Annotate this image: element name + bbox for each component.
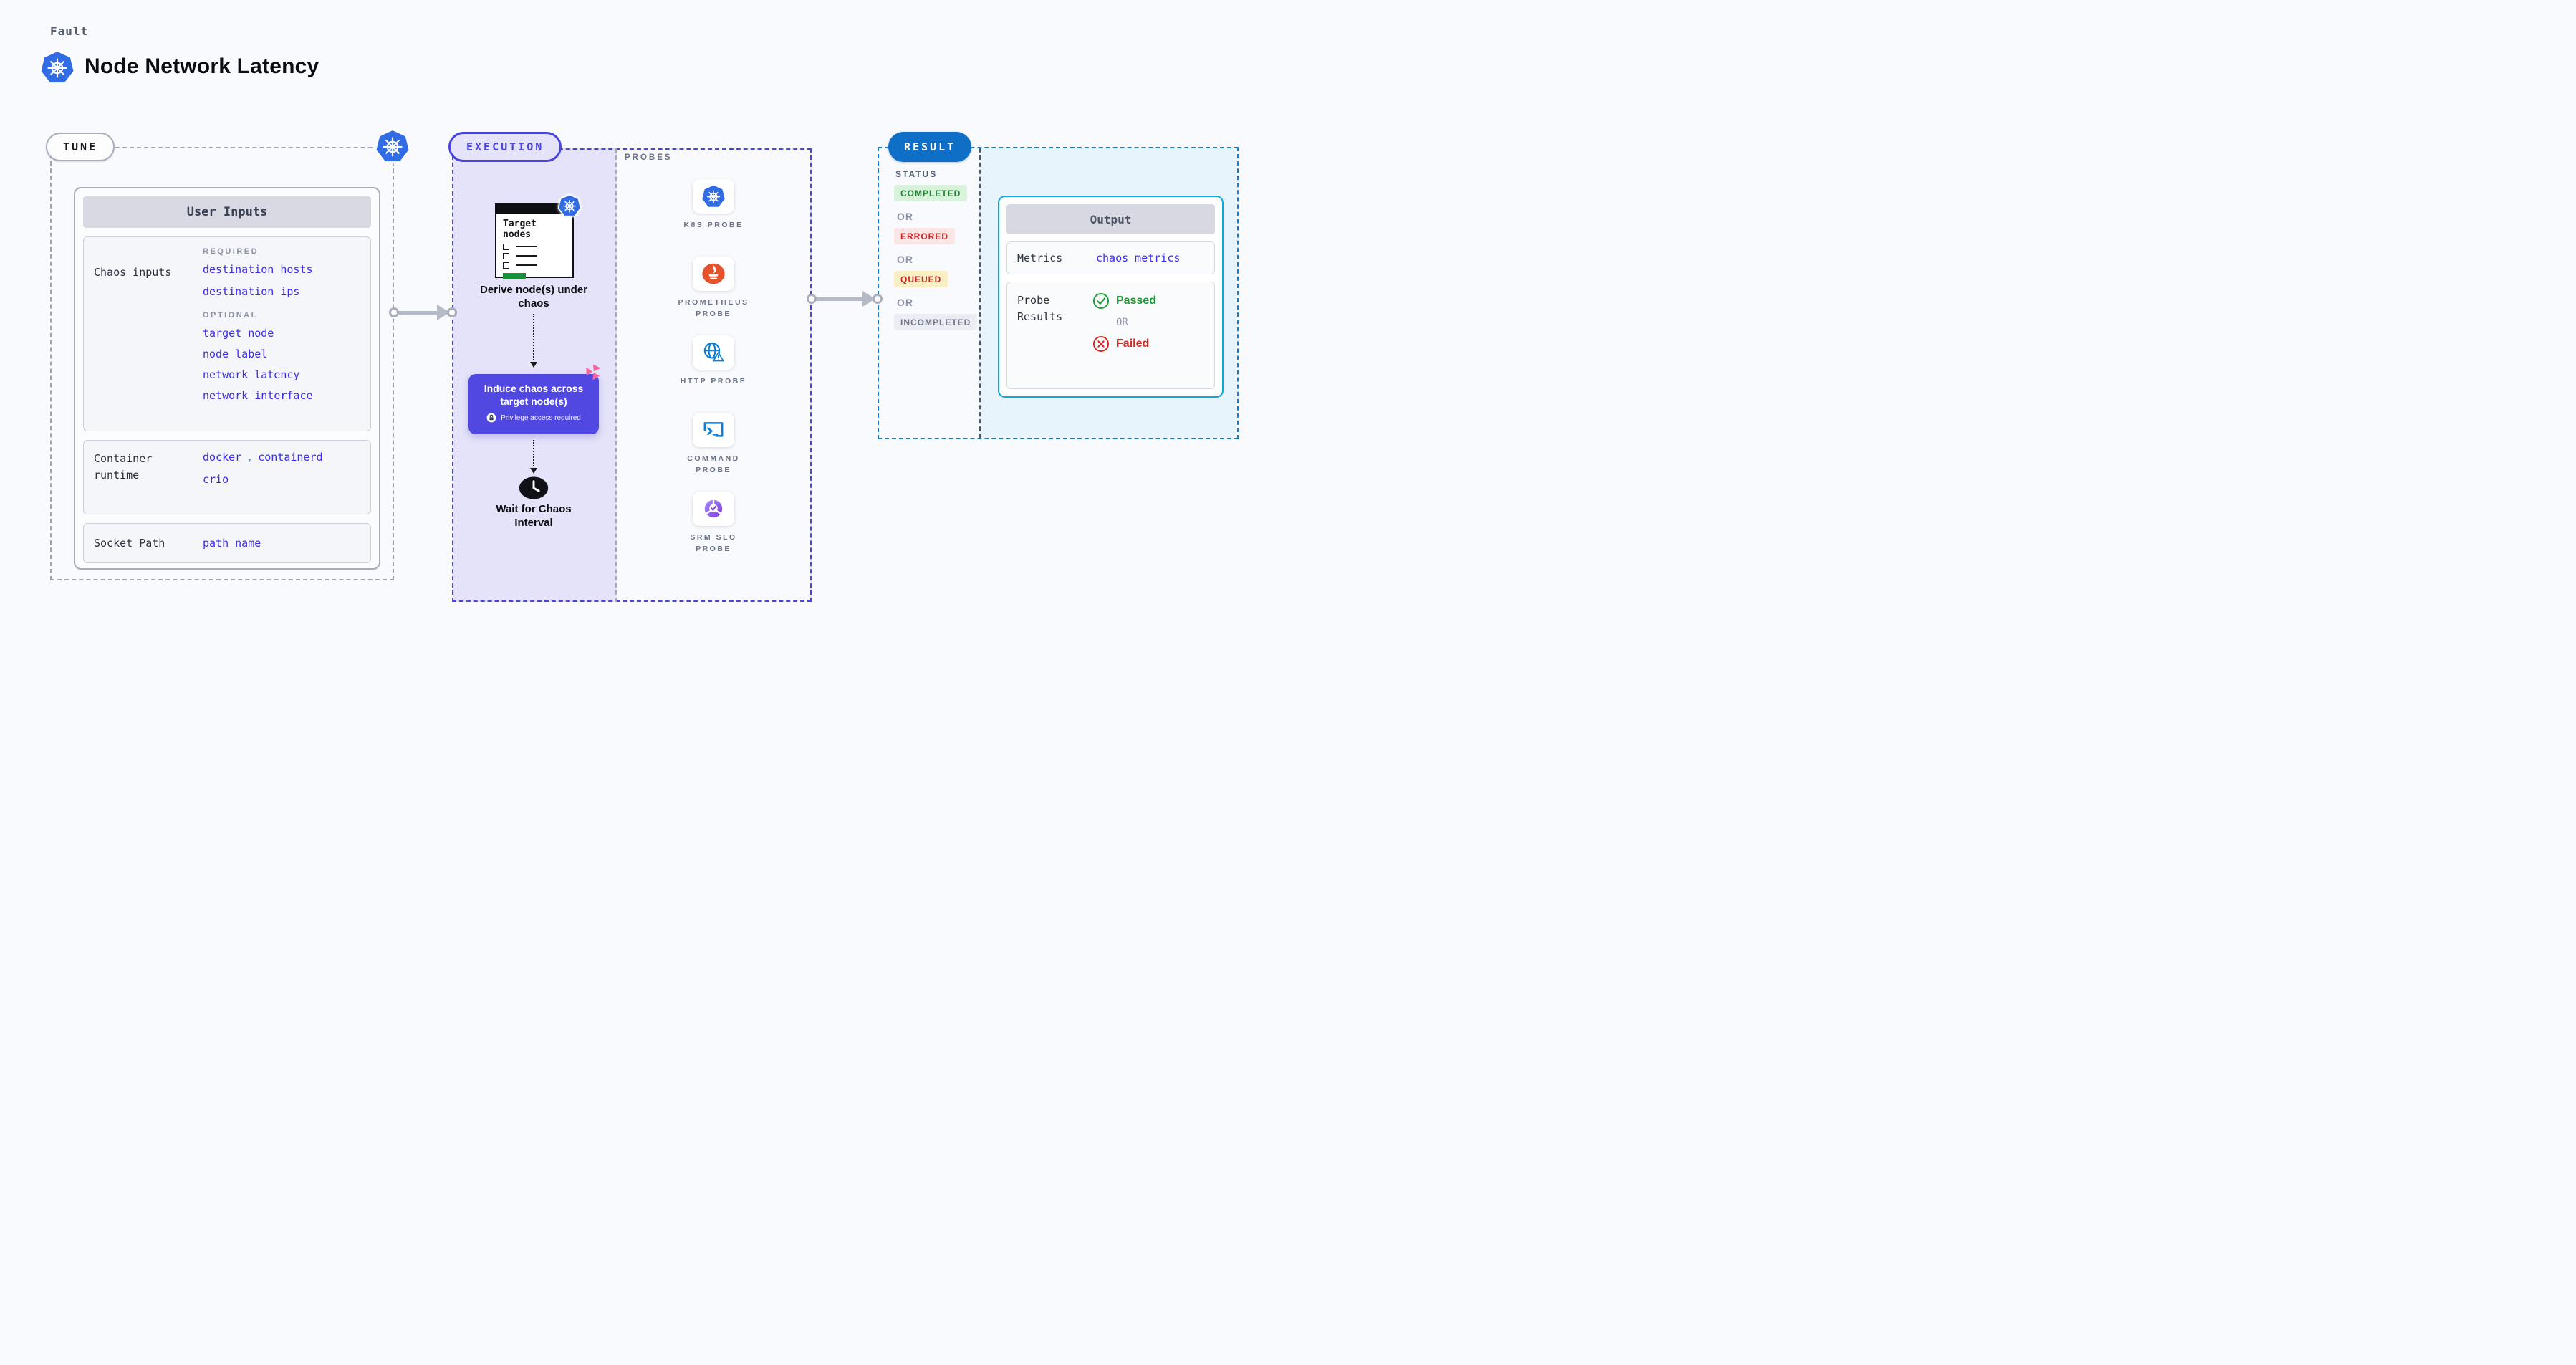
http-globe-icon [693, 335, 734, 370]
probes-heading: PROBES [625, 153, 673, 162]
passed-check-icon [1092, 292, 1110, 310]
probe-results-row: Probe Results Passed OR [1006, 282, 1215, 389]
link-target-node[interactable]: target node [203, 327, 274, 340]
probe-item-command: COMMAND PROBE [663, 413, 764, 476]
failed-x-icon [1092, 335, 1110, 353]
checkbox-icon [503, 262, 509, 269]
link-crio[interactable]: crio [203, 473, 229, 486]
container-runtime-label: Container runtime [94, 452, 153, 482]
card-title-bar [496, 205, 572, 214]
optional-heading: OPTIONAL [203, 311, 258, 320]
link-destination-hosts[interactable]: destination hosts [203, 263, 313, 276]
probe-item-prometheus: PROMETHEUS PROBE [663, 257, 764, 320]
link-path-name[interactable]: path name [203, 537, 261, 550]
or-separator: OR [897, 211, 913, 222]
execution-to-result-arrow-icon [807, 290, 883, 307]
fault-kicker: Fault [50, 24, 89, 38]
tune-section-box [50, 147, 394, 580]
link-containerd[interactable]: containerd [258, 451, 323, 464]
status-output-divider [979, 148, 981, 438]
metrics-label: Metrics [1017, 252, 1063, 264]
probe-results-values: Passed OR Failed [1092, 292, 1204, 378]
failed-result: Failed [1092, 335, 1204, 353]
page-title: Node Network Latency [85, 54, 319, 78]
status-heading: STATUS [895, 169, 938, 179]
induce-chaos-box: Induce chaos across target node(s) Privi… [468, 374, 599, 434]
probe-label: COMMAND PROBE [687, 454, 740, 474]
probe-label: PROMETHEUS PROBE [678, 298, 749, 318]
probe-label: K8S PROBE [683, 221, 744, 229]
container-runtime-row: Container runtime docker , containerd cr… [83, 440, 371, 514]
chaos-inputs-values: REQUIRED destination hosts destination i… [203, 247, 360, 421]
lock-icon [486, 413, 496, 423]
probe-item-k8s: K8S PROBE [663, 179, 764, 231]
passed-result: Passed [1092, 292, 1204, 310]
status-badge-errored: ERRORED [894, 228, 956, 244]
tune-pill: TUNE [46, 133, 115, 161]
user-inputs-card: User Inputs Chaos inputs REQUIRED destin… [74, 187, 380, 570]
output-header: Output [1006, 204, 1215, 234]
node-checkbox-row [503, 252, 566, 259]
target-nodes-card: Target nodes [495, 203, 574, 279]
prometheus-icon [693, 257, 734, 291]
kubernetes-icon [693, 179, 734, 214]
kubernetes-logo-icon [40, 50, 75, 85]
metrics-row: Metrics chaos metrics [1006, 241, 1215, 274]
wait-caption: Wait for Chaos Interval [496, 503, 572, 529]
link-docker[interactable]: docker [203, 451, 242, 464]
chaos-pinwheel-icon [583, 362, 603, 382]
node-checkbox-row [503, 243, 566, 250]
failed-text: Failed [1116, 337, 1150, 350]
status-badge-completed: COMPLETED [894, 185, 968, 201]
kubernetes-badge-icon [558, 194, 581, 217]
chaos-inputs-row: Chaos inputs REQUIRED destination hosts … [83, 236, 371, 431]
down-dotted-arrow-icon [530, 440, 537, 474]
link-destination-ips[interactable]: destination ips [203, 285, 300, 298]
probe-label: HTTP PROBE [680, 377, 747, 385]
probe-item-http: HTTP PROBE [663, 335, 764, 388]
kubernetes-icon [375, 129, 410, 163]
or-separator: OR [897, 254, 913, 265]
link-chaos-metrics[interactable]: chaos metrics [1096, 252, 1181, 264]
probe-item-srm-slo: SRM SLO PROBE [663, 492, 764, 555]
chaos-inputs-label: Chaos inputs [94, 266, 172, 279]
link-node-label[interactable]: node label [203, 348, 268, 360]
execution-pill: EXECUTION [448, 132, 562, 162]
diagram-canvas: Fault Node Network Latency TUNE [0, 0, 1288, 683]
probes-divider [615, 148, 617, 602]
result-pill: RESULT [888, 132, 972, 162]
terminal-icon [693, 413, 734, 447]
socket-path-label: Socket Path [94, 536, 165, 550]
slo-gauge-icon [693, 492, 734, 526]
or-separator: OR [1116, 317, 1128, 328]
passed-text: Passed [1116, 294, 1157, 307]
derive-caption: Derive node(s) under chaos [479, 284, 588, 310]
or-separator: OR [897, 297, 913, 308]
progress-bar [503, 272, 526, 279]
induce-chaos-title: Induce chaos across target node(s) [484, 383, 584, 408]
tune-to-execution-arrow-icon [389, 304, 457, 321]
required-heading: REQUIRED [203, 247, 259, 256]
clock-icon [519, 476, 549, 500]
probe-label: SRM SLO PROBE [690, 533, 737, 553]
status-badge-queued: QUEUED [894, 271, 948, 287]
probe-results-label: Probe Results [1017, 294, 1063, 323]
output-card: Output Metrics chaos metrics Probe Resul… [998, 196, 1224, 398]
target-nodes-title: Target nodes [503, 219, 537, 240]
node-checkbox-row [503, 262, 566, 269]
container-runtime-values: docker , containerd crio [203, 451, 360, 504]
privilege-note: Privilege access required [501, 413, 581, 422]
checkbox-icon [503, 252, 509, 259]
checkbox-icon [503, 243, 509, 250]
user-inputs-header: User Inputs [83, 196, 371, 228]
link-separator: , [246, 451, 254, 464]
link-network-latency[interactable]: network latency [203, 368, 300, 381]
down-dotted-arrow-icon [530, 314, 537, 368]
status-badge-incompleted: INCOMPLETED [894, 314, 978, 330]
socket-path-row: Socket Path path name [83, 523, 371, 563]
link-network-interface[interactable]: network interface [203, 389, 313, 402]
